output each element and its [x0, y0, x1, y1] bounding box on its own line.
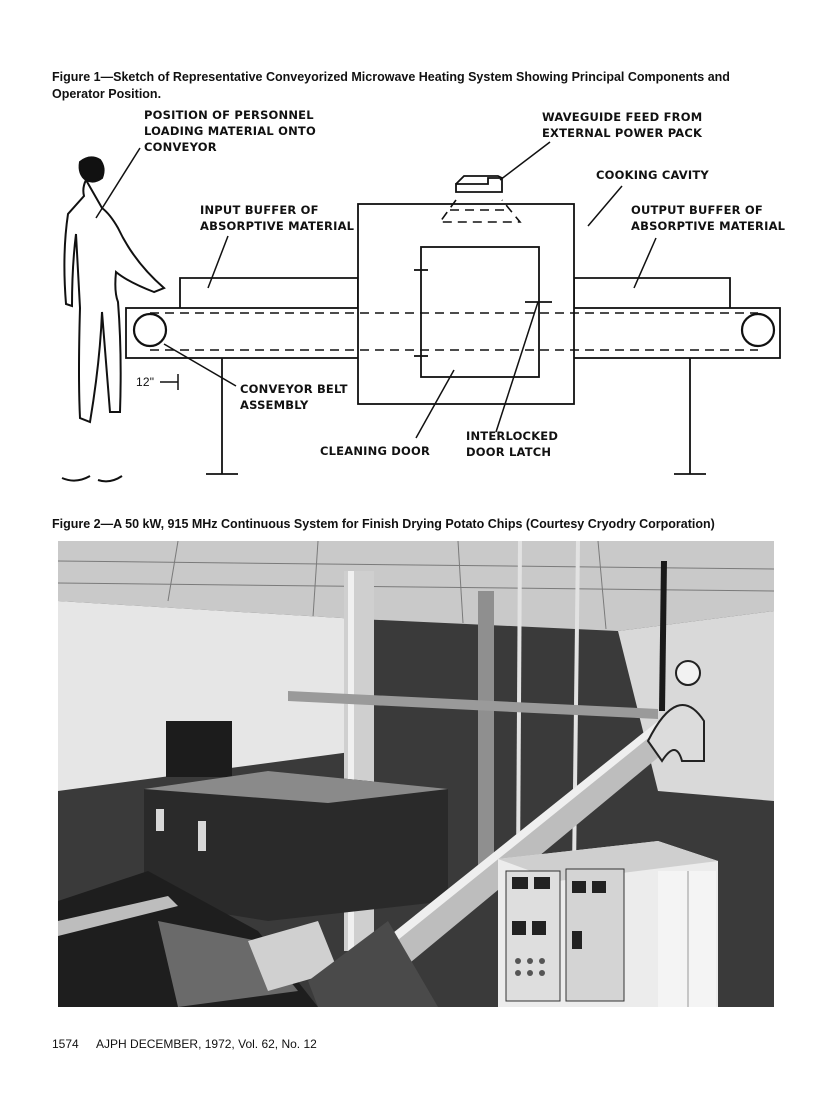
label-cleaning-door: CLEANING DOOR	[320, 444, 430, 458]
leader-door-latch	[495, 301, 539, 433]
cleaning-door	[420, 246, 540, 378]
conveyor-roller-right	[740, 312, 776, 348]
figure-1-caption-line-1: Figure 1—Sketch of Representative Convey…	[52, 70, 730, 84]
waveguide-feed-top	[455, 175, 503, 185]
label-personnel-2: LOADING MATERIAL ONTO	[144, 124, 316, 138]
factory-photograph-drawing	[58, 541, 774, 1007]
label-latch-2: DOOR LATCH	[466, 445, 551, 459]
output-buffer-box	[573, 277, 731, 308]
label-personnel-3: CONVEYOR	[144, 140, 217, 154]
leader-personnel	[95, 147, 141, 219]
waveguide-horn-dashed	[438, 199, 522, 223]
leader-output-buffer	[633, 237, 657, 289]
page-footer: 1574 AJPH DECEMBER, 1972, Vol. 62, No. 1…	[52, 1037, 317, 1051]
figure-1-caption-line-2: Operator Position.	[52, 87, 162, 101]
conveyor-roller-left	[132, 312, 168, 348]
label-waveguide-2: EXTERNAL POWER PACK	[542, 126, 703, 140]
leader-conveyor-belt	[163, 343, 237, 387]
label-conveyor-belt-1: CONVEYOR BELT	[240, 382, 348, 396]
conveyor-microwave-diagram: POSITION OF PERSONNEL LOADING MATERIAL O…	[61, 108, 786, 483]
factory-photograph	[58, 541, 774, 1007]
label-output-buffer-2: ABSORPTIVE MATERIAL	[631, 219, 786, 233]
leader-cleaning-door	[415, 369, 455, 439]
label-latch-1: INTERLOCKED	[466, 429, 558, 443]
input-buffer-box	[179, 277, 359, 308]
leader-cooking-cavity	[587, 185, 623, 227]
label-input-buffer-1: INPUT BUFFER OF	[200, 203, 319, 217]
waveguide-feed	[455, 177, 503, 193]
operator-figure	[61, 156, 166, 483]
label-personnel-1: POSITION OF PERSONNEL	[144, 108, 314, 122]
figure-2-caption: Figure 2—A 50 kW, 915 MHz Continuous Sys…	[52, 517, 715, 531]
journal-citation: AJPH DECEMBER, 1972, Vol. 62, No. 12	[96, 1037, 317, 1051]
page-number: 1574	[52, 1037, 79, 1051]
figure-1-caption: Figure 1—Sketch of Representative Convey…	[52, 69, 772, 103]
leader-input-buffer	[207, 235, 229, 289]
label-dimension: 12"	[136, 375, 154, 389]
label-cooking-cavity: COOKING CAVITY	[596, 168, 709, 182]
leader-waveguide	[499, 141, 551, 181]
label-conveyor-belt-2: ASSEMBLY	[240, 398, 309, 412]
label-input-buffer-2: ABSORPTIVE MATERIAL	[200, 219, 355, 233]
label-waveguide-1: WAVEGUIDE FEED FROM	[542, 110, 702, 124]
label-output-buffer-1: OUTPUT BUFFER OF	[631, 203, 763, 217]
